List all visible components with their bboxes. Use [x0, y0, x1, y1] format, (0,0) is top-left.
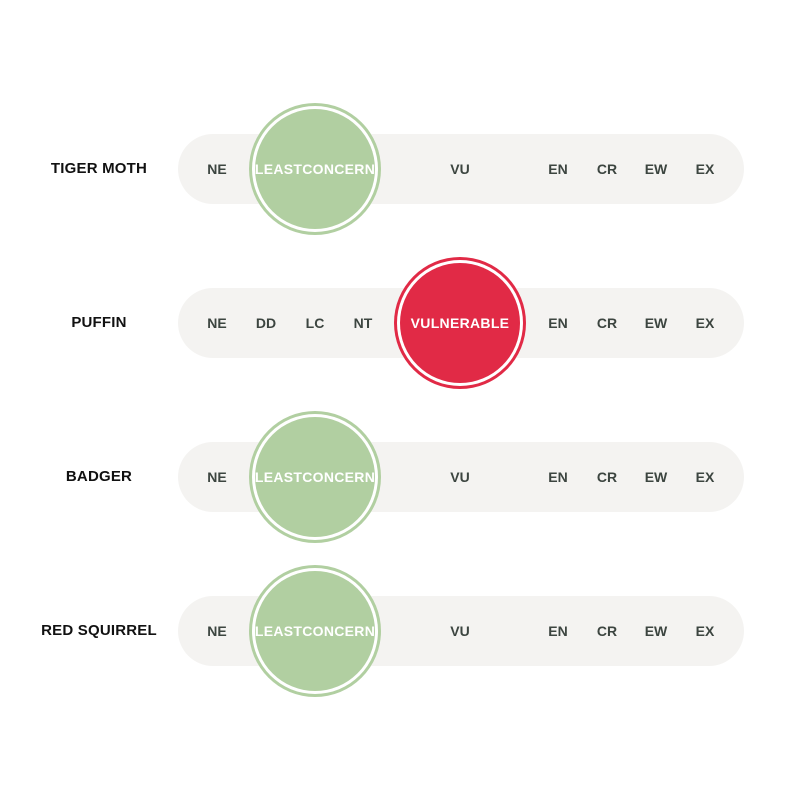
status-code-vu: VU — [450, 623, 470, 639]
status-code-ne: NE — [207, 161, 227, 177]
status-code-ne: NE — [207, 469, 227, 485]
status-code-ew: EW — [644, 469, 668, 485]
status-code-en: EN — [548, 623, 568, 639]
status-code-ew: EW — [644, 315, 668, 331]
species-name: TIGER MOTH — [50, 160, 148, 177]
species-name: BADGER — [65, 468, 133, 485]
species-name: PUFFIN — [71, 314, 127, 331]
current-status-label: CONCERN — [302, 161, 376, 177]
status-code-ew: EW — [644, 161, 668, 177]
status-code-vu: VU — [450, 161, 470, 177]
status-code-nt: NT — [353, 315, 373, 331]
current-status-label: LEAST — [254, 161, 303, 177]
current-status-label: LEAST — [254, 469, 303, 485]
status-code-dd: DD — [255, 315, 277, 331]
status-code-cr: CR — [596, 469, 618, 485]
status-code-en: EN — [548, 469, 568, 485]
status-code-lc: LC — [305, 315, 325, 331]
status-code-cr: CR — [596, 315, 618, 331]
current-status-label: LEAST — [254, 623, 303, 639]
species-name: RED SQUIRREL — [41, 622, 157, 639]
status-code-ex: EX — [695, 623, 715, 639]
status-code-en: EN — [548, 161, 568, 177]
current-status-circle: VULNERABLE — [400, 263, 520, 383]
status-code-ew: EW — [644, 623, 668, 639]
status-code-en: EN — [548, 315, 568, 331]
status-code-vu: VU — [450, 469, 470, 485]
status-code-ex: EX — [695, 469, 715, 485]
current-status-label: CONCERN — [302, 469, 376, 485]
current-status-label: VULNERABLE — [410, 315, 510, 331]
status-code-cr: CR — [596, 623, 618, 639]
status-code-ne: NE — [207, 315, 227, 331]
status-code-cr: CR — [596, 161, 618, 177]
status-code-ex: EX — [695, 161, 715, 177]
status-code-ne: NE — [207, 623, 227, 639]
current-status-label: CONCERN — [302, 623, 376, 639]
status-code-ex: EX — [695, 315, 715, 331]
